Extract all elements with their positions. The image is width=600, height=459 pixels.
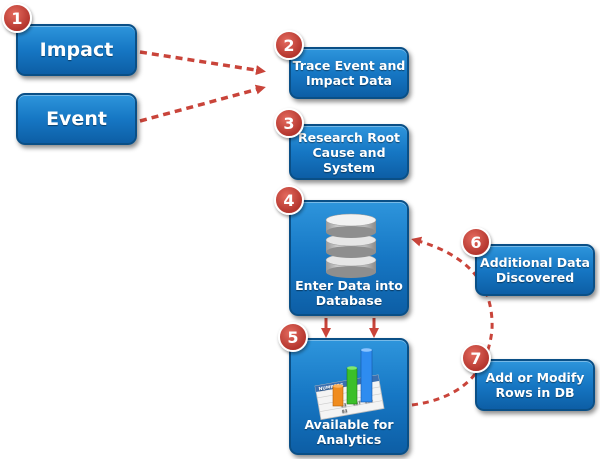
chart-number-1: 53 [340,402,347,408]
impact-label: Impact [39,39,114,61]
analytics-box: NUMBERS 53 127 164 83 Available for Anal… [289,338,409,455]
trace-label: Trace Event and Impact Data [292,58,406,88]
chart-bar-green [346,367,358,405]
database-icon [325,213,377,278]
analytics-label: Available for Analytics [304,417,394,447]
impact-box: Impact [16,24,137,76]
chart-bar-orange [332,385,344,407]
step-badge-1: 1 [2,3,32,33]
additional-data-label: Additional Data Discovered [480,255,590,285]
bar-chart-icon: NUMBERS 53 127 164 83 [314,348,385,420]
step-badge-4: 4 [274,185,304,215]
event-label: Event [46,108,107,130]
chart-number-4: 83 [341,408,348,414]
arrow-impact-to-trace [139,50,266,76]
enter-data-label: Enter Data into Database [295,278,403,308]
chart-bar-blue [360,349,373,403]
step-badge-7: 7 [461,343,491,373]
step-badge-5: 5 [278,322,308,352]
step-badge-2: 2 [274,30,304,60]
chart-header-text: NUMBERS [318,382,344,392]
additional-data-box: Additional Data Discovered [475,244,595,296]
event-box: Event [16,93,137,145]
enter-data-box: Enter Data into Database [289,200,409,316]
research-box: Research Root Cause and System [289,124,409,180]
modify-rows-label: Add or Modify Rows in DB [485,370,585,400]
research-label: Research Root Cause and System [297,129,401,175]
modify-rows-box: Add or Modify Rows in DB [475,359,595,411]
trace-box: Trace Event and Impact Data [289,47,409,99]
step-badge-6: 6 [461,227,491,257]
step-badge-3: 3 [274,108,304,138]
arrow-event-to-trace [139,84,266,123]
